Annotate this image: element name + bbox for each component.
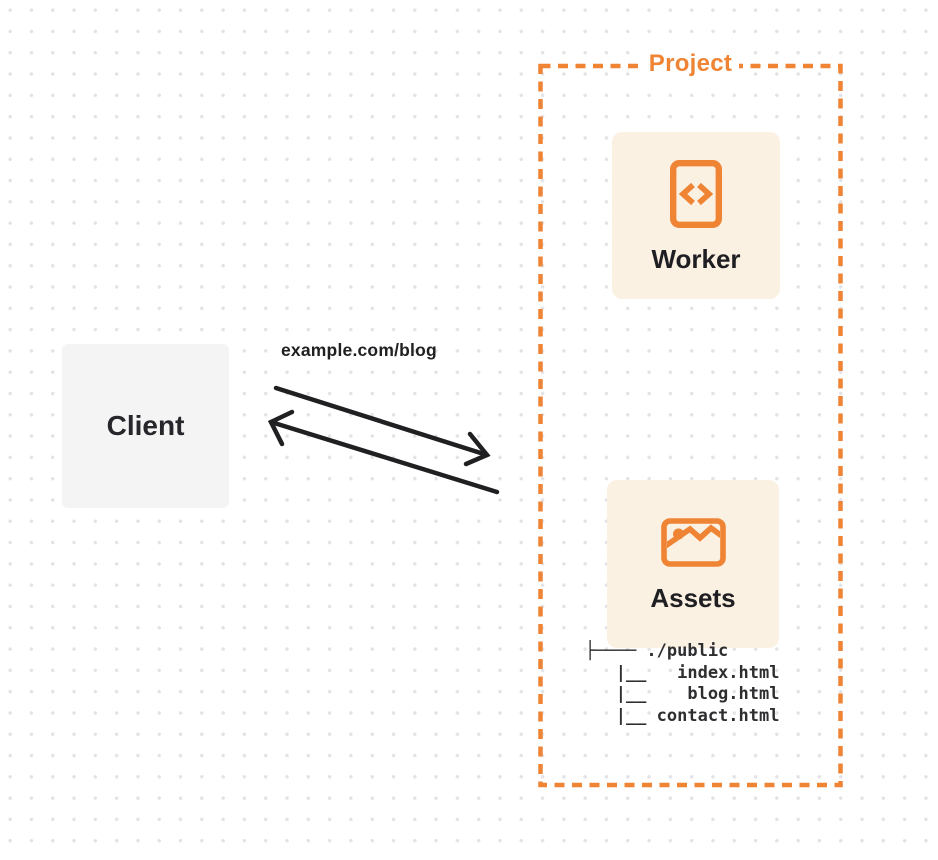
- arrowhead-right-icon: [463, 431, 491, 467]
- image-icon: [660, 517, 726, 567]
- worker-node: Worker: [612, 132, 780, 299]
- client-node: Client: [62, 344, 229, 508]
- request-url-label: example.com/blog: [281, 340, 437, 360]
- request-arrow: [273, 385, 491, 467]
- client-label: Client: [106, 410, 185, 441]
- assets-file-tree: ├──── ./public |__ index.html |__ blog.h…: [585, 641, 780, 726]
- assets-label: Assets: [650, 582, 736, 613]
- assets-node: Assets: [607, 480, 779, 648]
- arrowhead-left-icon: [267, 409, 295, 447]
- response-arrow: [267, 409, 500, 495]
- code-file-icon: [670, 159, 722, 228]
- project-label-text: Project: [641, 50, 740, 78]
- mountain-line-icon: [666, 523, 720, 551]
- worker-label: Worker: [651, 243, 741, 274]
- project-label: Project: [539, 50, 842, 78]
